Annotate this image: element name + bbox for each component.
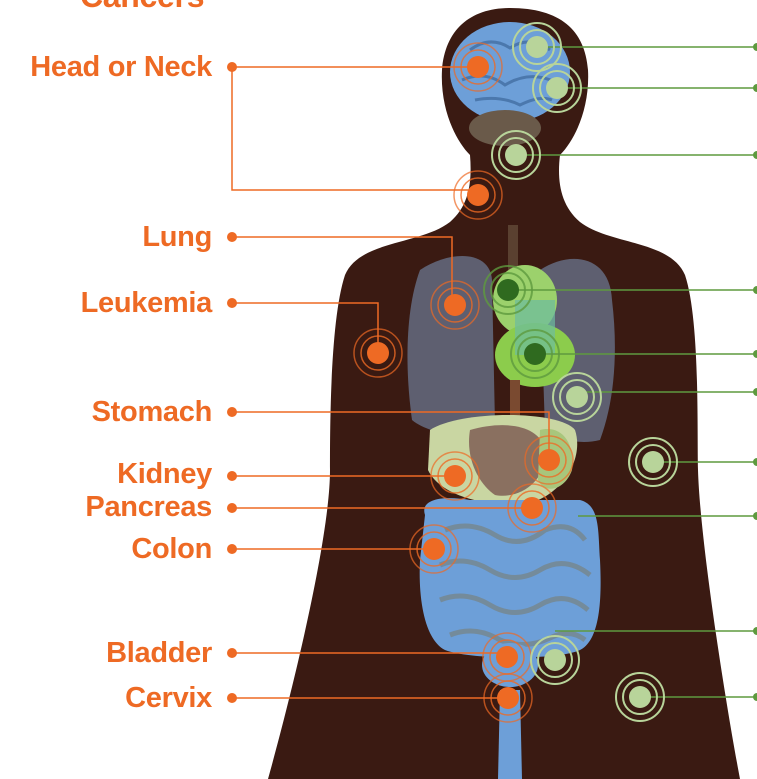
marker-head-neck — [454, 43, 502, 91]
marker-colon — [410, 525, 458, 573]
green-marker-5 — [511, 330, 559, 378]
label-stomach: Stomach — [92, 396, 212, 428]
marker-kidney — [431, 452, 479, 500]
marker-throat — [454, 171, 502, 219]
label-kidney: Kidney — [117, 458, 212, 490]
marker-leukemia — [354, 329, 402, 377]
marker-cervix — [484, 674, 532, 722]
green-marker-3 — [492, 131, 540, 179]
esophagus — [510, 380, 520, 420]
right-edge-dots — [753, 43, 757, 701]
marker-lung — [431, 281, 479, 329]
label-colon: Colon — [131, 533, 212, 565]
marker-stomach — [525, 436, 573, 484]
label-bladder: Bladder — [106, 637, 212, 669]
label-leukemia: Leukemia — [81, 287, 212, 319]
marker-pancreas — [508, 484, 556, 532]
label-head-or-neck: Head or Neck — [30, 51, 212, 83]
green-marker-9 — [616, 673, 664, 721]
green-marker-2 — [533, 64, 581, 112]
label-pancreas: Pancreas — [85, 491, 212, 523]
green-marker-6 — [553, 373, 601, 421]
green-marker-8 — [531, 636, 579, 684]
label-lung: Lung — [142, 221, 212, 253]
green-marker-4 — [484, 266, 532, 314]
label-cervix: Cervix — [125, 682, 212, 714]
diagram-heading: Cancers — [80, 0, 204, 12]
green-marker-7 — [629, 438, 677, 486]
